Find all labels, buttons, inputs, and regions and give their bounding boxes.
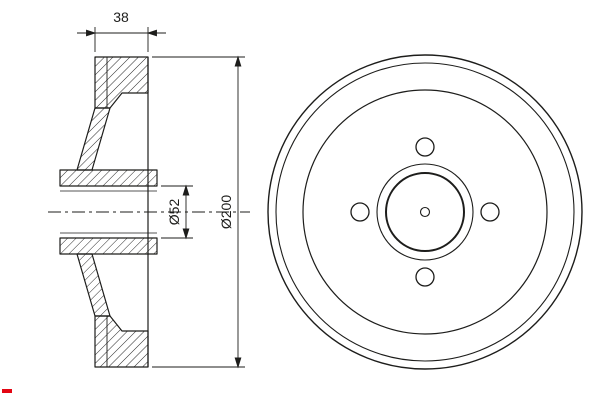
arrowhead-left	[86, 29, 97, 37]
bolt-hole-top	[415, 137, 435, 157]
arrowhead-bottom	[182, 228, 190, 240]
dim-label-flange-width: 38	[113, 9, 129, 25]
outer-circle-inner-edge	[275, 62, 575, 362]
dimension-bore: Ø52	[161, 184, 193, 240]
section-hub-upper	[59, 169, 158, 187]
bolt-hole-left	[350, 202, 370, 222]
center-mark-circle	[419, 206, 431, 218]
bolt-hole-bottom	[415, 267, 435, 287]
hub-ring-circle	[376, 163, 474, 261]
outer-circle	[267, 54, 583, 370]
dimension-outer-diameter: Ø200	[152, 55, 245, 369]
brand-red-mark	[2, 389, 12, 393]
friction-surface-circle	[302, 89, 548, 335]
center-bore-circle	[385, 172, 465, 252]
front-view	[267, 54, 583, 370]
arrowhead-top	[182, 184, 190, 196]
section-view	[48, 56, 250, 368]
section-web-lower	[76, 253, 111, 317]
section-hub-lower	[59, 237, 158, 255]
dim-label-bore: Ø52	[166, 199, 182, 226]
arrowhead-bottom	[234, 357, 242, 369]
arrowhead-right	[146, 29, 157, 37]
dimension-flange-width: 38	[77, 9, 166, 52]
bolt-hole-right	[480, 202, 500, 222]
section-rim-upper	[94, 56, 149, 109]
section-web-upper	[76, 107, 111, 171]
section-rim-lower	[94, 315, 149, 368]
dim-label-outer-diameter: Ø200	[218, 195, 234, 229]
arrowhead-top	[234, 55, 242, 67]
